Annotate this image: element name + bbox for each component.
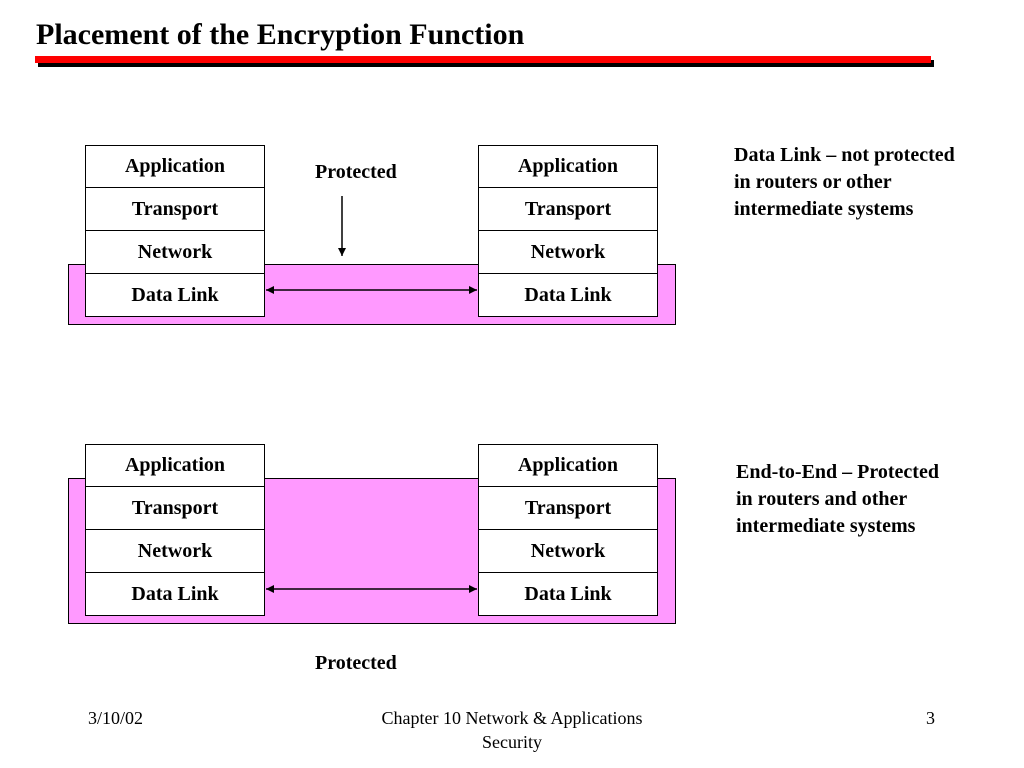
layer-data-link: Data Link xyxy=(478,573,658,616)
layer-data-link: Data Link xyxy=(85,573,265,616)
layer-application: Application xyxy=(85,444,265,487)
layer-application: Application xyxy=(85,145,265,188)
layer-transport: Transport xyxy=(85,487,265,530)
bottom-protected-label: Protected xyxy=(315,652,397,674)
footer-page-number: 3 xyxy=(926,708,935,728)
layer-data-link: Data Link xyxy=(478,274,658,317)
bottom-left-protocol-stack: Application Transport Network Data Link xyxy=(85,444,265,616)
top-protected-label: Protected xyxy=(315,161,397,183)
layer-transport: Transport xyxy=(478,487,658,530)
bottom-note-line-3: intermediate systems xyxy=(736,515,916,537)
slide-title: Placement of the Encryption Function xyxy=(36,18,525,51)
top-note: Data Link – not protected in routers or … xyxy=(734,142,1014,223)
footer-date: 3/10/02 xyxy=(88,708,144,728)
title-rule-shadow xyxy=(38,60,934,67)
bottom-note: End-to-End – Protected in routers and ot… xyxy=(736,459,1016,540)
title-rule xyxy=(35,56,931,63)
layer-network: Network xyxy=(85,530,265,573)
bottom-note-line-1: End-to-End – Protected xyxy=(736,461,939,483)
top-left-protocol-stack: Application Transport Network Data Link xyxy=(85,145,265,317)
top-note-line-2: in routers or other xyxy=(734,171,892,193)
top-note-line-1: Data Link – not protected xyxy=(734,144,955,166)
layer-transport: Transport xyxy=(478,188,658,231)
layer-application: Application xyxy=(478,444,658,487)
layer-network: Network xyxy=(478,530,658,573)
footer-chapter-line-1: Chapter 10 Network & Applications xyxy=(381,708,643,728)
layer-network: Network xyxy=(478,231,658,274)
footer-chapter: Chapter 10 Network & Applications Securi… xyxy=(330,706,694,754)
layer-network: Network xyxy=(85,231,265,274)
bottom-right-protocol-stack: Application Transport Network Data Link xyxy=(478,444,658,616)
layer-transport: Transport xyxy=(85,188,265,231)
top-right-protocol-stack: Application Transport Network Data Link xyxy=(478,145,658,317)
layer-data-link: Data Link xyxy=(85,274,265,317)
footer-chapter-line-2: Security xyxy=(482,732,542,752)
top-note-line-3: intermediate systems xyxy=(734,198,914,220)
bottom-note-line-2: in routers and other xyxy=(736,488,908,510)
layer-application: Application xyxy=(478,145,658,188)
